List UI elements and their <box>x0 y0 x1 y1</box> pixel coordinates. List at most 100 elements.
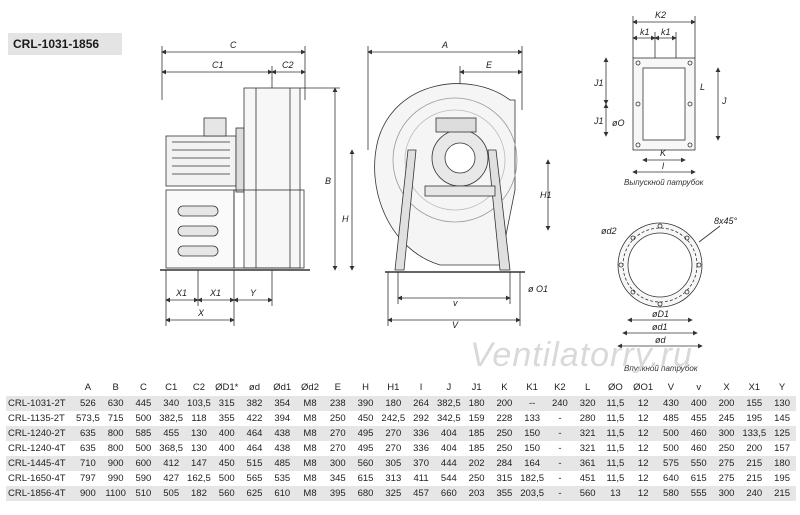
label-k1-a: k1 <box>640 27 650 37</box>
table-cell: - <box>546 411 574 426</box>
table-cell: 430 <box>657 396 685 411</box>
table-cell: 680 <box>351 486 380 501</box>
table-cell: 510 <box>129 486 158 501</box>
table-cell: - <box>546 456 574 471</box>
table-cell: 400 <box>212 426 241 441</box>
table-cell: 325 <box>379 486 408 501</box>
table-cell: 159 <box>462 411 491 426</box>
table-cell: 164 <box>518 456 547 471</box>
model-name-cell: CRL-1240-4T <box>6 441 74 456</box>
table-cell: 361 <box>573 456 602 471</box>
table-cell: 427 <box>157 471 186 486</box>
table-cell: 464 <box>240 426 269 441</box>
table-cell: 495 <box>351 426 380 441</box>
table-cell: 660 <box>434 486 463 501</box>
label-l: l <box>662 161 665 171</box>
table-cell: 382,5 <box>157 411 186 426</box>
table-cell: 526 <box>74 396 102 411</box>
column-header: ØO1 <box>633 382 654 393</box>
label-E: E <box>486 60 493 70</box>
table-cell: 438 <box>268 426 297 441</box>
table-cell: 145 <box>768 411 796 426</box>
table-cell: 203,5 <box>518 486 547 501</box>
table-cell: 315 <box>490 471 519 486</box>
model-series-title: CRL-1031-1856 <box>13 37 100 51</box>
table-cell: 215 <box>740 471 769 486</box>
table-cell: 394 <box>268 411 297 426</box>
column-header: C2 <box>192 382 206 393</box>
table-cell: 580 <box>657 486 685 501</box>
label-J1-b: J1 <box>593 116 604 126</box>
table-cell: 797 <box>74 471 102 486</box>
column-header: ØO <box>608 382 623 393</box>
table-cell: 412 <box>157 456 186 471</box>
label-O1: ø O1 <box>528 284 548 294</box>
label-H1: H1 <box>540 190 552 200</box>
table-cell: 240 <box>546 396 574 411</box>
table-cell: 444 <box>434 456 463 471</box>
model-series-title-box: CRL-1031-1856 <box>8 33 122 55</box>
table-cell: 610 <box>268 486 297 501</box>
table-cell: M8 <box>296 411 324 426</box>
model-name-cell: CRL-1650-4T <box>6 471 74 486</box>
table-cell: 368,5 <box>157 441 186 456</box>
table-cell: 615 <box>684 471 713 486</box>
label-d1: ød1 <box>652 322 668 332</box>
table-cell: 195 <box>768 471 796 486</box>
column-header: V <box>667 382 675 393</box>
table-cell: 275 <box>712 471 741 486</box>
table-cell: 585 <box>129 426 158 441</box>
table-cell: 404 <box>434 426 463 441</box>
label-A: A <box>441 40 448 50</box>
label-J: J <box>721 96 727 106</box>
table-cell: 250 <box>462 471 491 486</box>
table-cell: 150 <box>518 441 547 456</box>
table-cell: 270 <box>323 441 352 456</box>
table-cell: 264 <box>407 396 435 411</box>
table-cell: 1100 <box>101 486 130 501</box>
table-cell: 495 <box>351 441 380 456</box>
column-header: Ød2 <box>301 382 319 393</box>
table-cell: 12 <box>629 426 658 441</box>
column-header: A <box>84 382 92 393</box>
table-cell: 395 <box>323 486 352 501</box>
table-cell: 900 <box>101 456 130 471</box>
column-header: ød <box>248 382 261 393</box>
label-k1-b: k1 <box>661 27 671 37</box>
table-cell: 300 <box>323 456 352 471</box>
column-header: K2 <box>554 382 566 393</box>
table-cell: 457 <box>407 486 435 501</box>
table-cell: 130 <box>185 426 213 441</box>
label-Y: Y <box>250 288 257 298</box>
column-header: J1 <box>471 382 482 393</box>
column-header: ØD1* <box>215 382 239 393</box>
table-cell: 900 <box>74 486 102 501</box>
table-cell: 12 <box>629 456 658 471</box>
column-header: C1 <box>165 382 178 393</box>
column-header: X <box>723 382 730 393</box>
column-header: E <box>334 382 341 393</box>
table-cell: 573,5 <box>74 411 102 426</box>
table-cell: 460 <box>684 441 713 456</box>
table-cell: 505 <box>157 486 186 501</box>
inlet-flange-view <box>617 222 721 349</box>
label-K2: K2 <box>655 10 666 20</box>
table-cell: 565 <box>240 471 269 486</box>
table-cell: 305 <box>379 456 408 471</box>
table-cell: 630 <box>101 396 130 411</box>
table-cell: 535 <box>268 471 297 486</box>
label-H: H <box>342 214 349 224</box>
table-cell: 133,5 <box>740 426 769 441</box>
table-cell: M8 <box>296 396 324 411</box>
table-cell: 180 <box>768 456 796 471</box>
table-cell: M8 <box>296 456 324 471</box>
table-cell: 130 <box>768 396 796 411</box>
column-header: K1 <box>526 382 538 393</box>
table-cell: 150 <box>518 426 547 441</box>
inlet-flange-inner <box>627 232 693 298</box>
table-cell: 400 <box>684 396 713 411</box>
table-cell: 345 <box>323 471 352 486</box>
